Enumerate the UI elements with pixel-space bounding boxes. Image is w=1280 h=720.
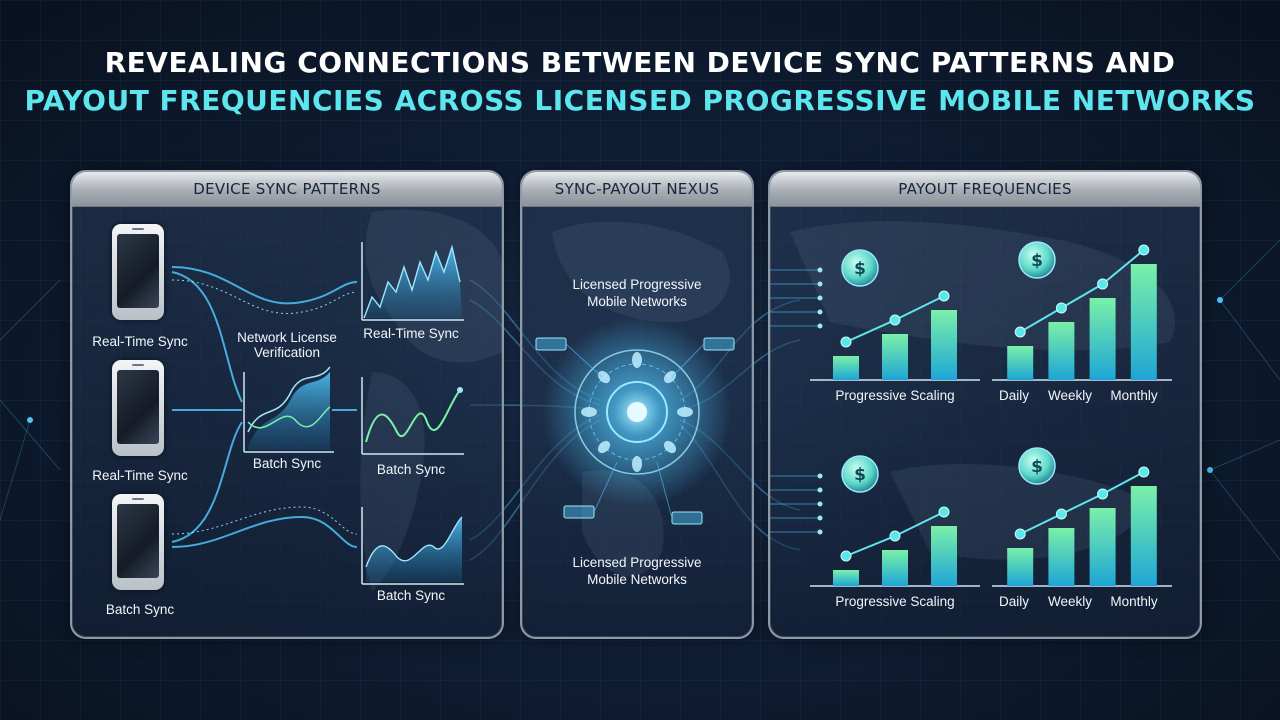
frequency-label: Monthly	[1110, 594, 1158, 609]
trend-point	[840, 550, 852, 562]
payout-bar	[882, 334, 908, 380]
device-sync-header: DEVICE SYNC PATTERNS	[72, 172, 502, 207]
payout-bar	[1007, 346, 1034, 380]
payout-bar	[1089, 298, 1116, 380]
trend-point	[938, 506, 950, 518]
payout-bar	[833, 356, 859, 380]
coin-icon: $	[841, 455, 879, 493]
svg-text:$: $	[854, 465, 866, 485]
payout-chart: $ Daily Weekly Monthly	[992, 241, 1172, 403]
trend-point	[1097, 278, 1109, 290]
licensed-networks-label-top: Licensed Progressive Mobile Networks	[572, 277, 702, 309]
trend-point	[1138, 244, 1150, 256]
trend-point	[889, 314, 901, 326]
device-sync-panel: DEVICE SYNC PATTERNS	[70, 170, 504, 639]
smartphone-icon	[112, 360, 164, 456]
device-sync-flows	[171, 209, 502, 592]
payout-chart: $ Progressive Scaling	[770, 455, 980, 609]
title-line-1: REVEALING CONNECTIONS BETWEEN DEVICE SYN…	[104, 46, 1176, 79]
frequency-label: Monthly	[1110, 388, 1158, 403]
frequency-label: Weekly	[1048, 388, 1092, 403]
trend-point	[1055, 302, 1067, 314]
device-label: Real-Time Sync	[92, 468, 188, 483]
payout-bar	[1048, 528, 1075, 586]
trend-point	[889, 530, 901, 542]
device-label: Batch Sync	[105, 602, 175, 617]
page-title: REVEALING CONNECTIONS BETWEEN DEVICE SYN…	[0, 44, 1280, 120]
payout-bar	[931, 526, 957, 586]
nexus-header: SYNC-PAYOUT NEXUS	[522, 172, 752, 207]
payout-chart: $ Progressive Scaling	[770, 249, 980, 403]
trend-point	[1055, 508, 1067, 520]
trend-point	[1014, 326, 1026, 338]
chart-label: Progressive Scaling	[835, 594, 954, 609]
real-time-sync-chart	[361, 242, 464, 321]
chart-label: Batch Sync	[376, 462, 446, 477]
payout-frequencies-panel: PAYOUT FREQUENCIES $Progressive Scaling$…	[768, 170, 1202, 639]
trend-point	[938, 290, 950, 302]
batch-sync-chart-2	[361, 507, 464, 585]
smartphone-icon	[112, 494, 164, 590]
trend-point	[1097, 488, 1109, 500]
svg-text:$: $	[854, 259, 866, 279]
coin-icon: $	[1018, 447, 1056, 485]
center-chart-label: Batch Sync	[252, 456, 322, 471]
payout-bar	[833, 570, 859, 586]
sync-payout-nexus-panel: SYNC-PAYOUT NEXUS	[520, 170, 754, 639]
device-label: Real-Time Sync	[92, 334, 188, 349]
hub-nodes	[581, 352, 693, 472]
payout-bar	[1007, 548, 1034, 586]
svg-text:$: $	[1031, 457, 1043, 477]
network-license-verification-label: Network License Verification	[237, 330, 337, 360]
chart-label: Progressive Scaling	[835, 388, 954, 403]
frequency-label: Weekly	[1048, 594, 1092, 609]
trend-point	[1014, 528, 1026, 540]
batch-sync-chart-1	[361, 377, 464, 455]
frequency-label: Daily	[999, 388, 1029, 403]
coin-icon: $	[841, 249, 879, 287]
trend-line	[1019, 471, 1145, 535]
payout-bar	[1130, 264, 1157, 380]
payout-bar	[1130, 486, 1157, 586]
smartphone-icon	[112, 224, 164, 320]
payout-bar	[1089, 508, 1116, 586]
title-line-2: PAYOUT FREQUENCIES ACROSS LICENSED PROGR…	[24, 84, 1256, 117]
licensed-networks-label-bottom: Licensed Progressive Mobile Networks	[572, 555, 702, 587]
payout-chart: $ Daily Weekly Monthly	[992, 447, 1172, 609]
coin-icon: $	[1018, 241, 1056, 279]
trend-point	[1138, 466, 1150, 478]
payout-frequencies-header: PAYOUT FREQUENCIES	[770, 172, 1200, 207]
nexus-hub	[535, 221, 735, 577]
payout-bar	[931, 310, 957, 380]
chart-label: Batch Sync	[376, 588, 446, 603]
svg-text:$: $	[1031, 251, 1043, 271]
frequency-label: Daily	[999, 594, 1029, 609]
server-blocks	[535, 337, 735, 525]
chart-label: Real-Time Sync	[363, 326, 459, 341]
trend-line	[1019, 249, 1145, 333]
payout-bar	[1048, 322, 1075, 380]
batch-sync-center-chart	[243, 366, 334, 453]
trend-point	[840, 336, 852, 348]
payout-bar	[882, 550, 908, 586]
